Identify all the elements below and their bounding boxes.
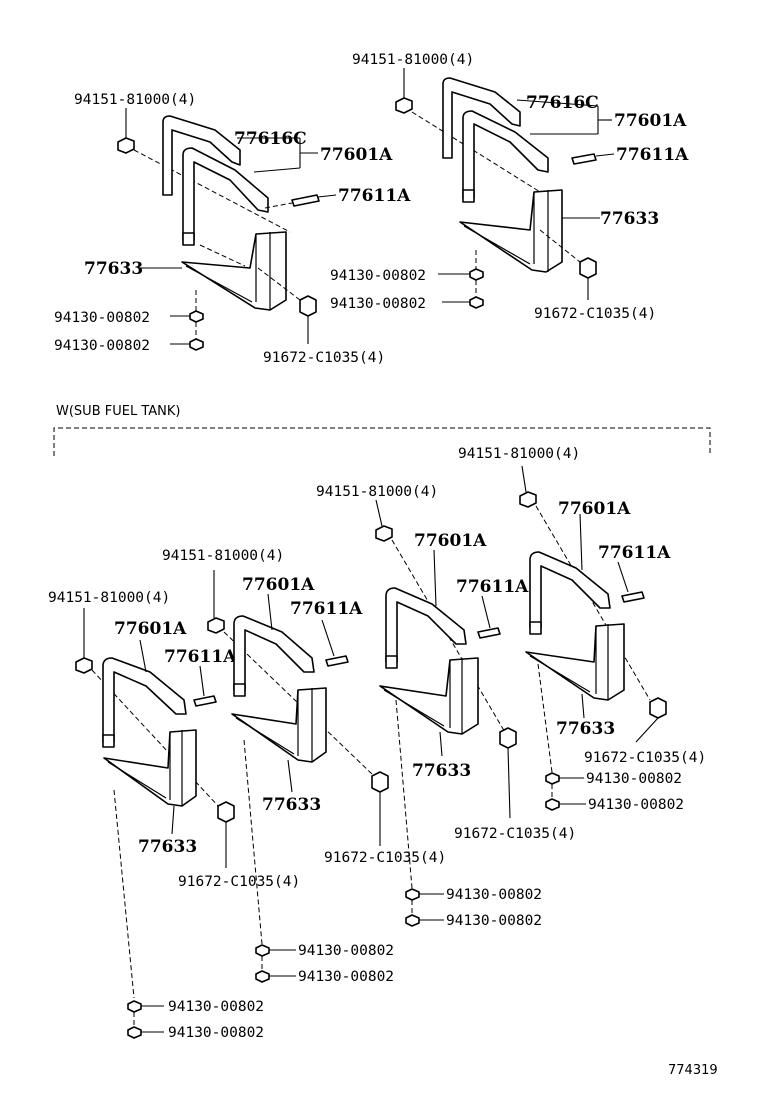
bracket-77633: [379, 657, 479, 735]
label-94151: 94151-81000(4): [74, 92, 196, 108]
label-77611a: 77611A: [616, 145, 689, 165]
label-94130: 94130-00802: [54, 310, 150, 326]
band-77601a: [462, 110, 549, 199]
label-77633: 77633: [262, 795, 321, 815]
nut-icon: [127, 1026, 142, 1039]
band-77601a: [529, 551, 611, 629]
figure-id: 774319: [668, 1063, 718, 1078]
band-77601a: [102, 657, 187, 743]
label-77633: 77633: [84, 259, 143, 279]
band-77601a: [182, 147, 269, 241]
label-77633: 77633: [412, 761, 471, 781]
label-94151: 94151-81000(4): [458, 446, 580, 462]
label-77633: 77633: [600, 209, 659, 229]
bracket-77633: [103, 729, 197, 807]
bolt-icon: [649, 697, 667, 719]
label-94151: 94151-81000(4): [316, 484, 438, 500]
bolt-icon: [299, 295, 317, 317]
nut-icon: [375, 525, 393, 542]
label-91672: 91672-C1035(4): [324, 850, 446, 866]
nut-icon: [519, 491, 537, 508]
label-94130: 94130-00802: [330, 268, 426, 284]
label-77633: 77633: [556, 719, 615, 739]
section-bracket: [53, 427, 711, 456]
label-94130: 94130-00802: [330, 296, 426, 312]
label-77611a: 77611A: [598, 543, 671, 563]
label-77601a: 77601A: [320, 145, 393, 165]
nut-icon: [255, 944, 270, 957]
assembly-bottom-1: [75, 608, 235, 1039]
label-77611a: 77611A: [338, 186, 411, 206]
label-77601a: 77601A: [614, 111, 687, 131]
label-91672: 91672-C1035(4): [454, 826, 576, 842]
label-77633: 77633: [138, 837, 197, 857]
bracket-77633: [231, 687, 327, 763]
assembly-bottom-4: [519, 465, 667, 811]
nut-icon: [189, 338, 204, 351]
nut-icon: [469, 296, 484, 309]
bracket-77633: [181, 231, 287, 311]
label-94130: 94130-00802: [588, 797, 684, 813]
nut-icon: [545, 772, 560, 785]
band-77616c: [162, 115, 241, 196]
label-94130: 94130-00802: [168, 999, 264, 1015]
label-94130: 94130-00802: [298, 943, 394, 959]
bolt-icon: [371, 771, 389, 793]
label-77601a: 77601A: [114, 619, 187, 639]
bolt-icon: [579, 257, 597, 279]
label-94130: 94130-00802: [298, 969, 394, 985]
label-94130: 94130-00802: [168, 1025, 264, 1041]
label-77611a: 77611A: [456, 577, 529, 597]
nut-icon: [545, 798, 560, 811]
bolt-icon: [621, 591, 645, 603]
label-94151: 94151-81000(4): [48, 590, 170, 606]
band-77601a: [233, 615, 315, 691]
bolt-icon: [217, 801, 235, 823]
nut-icon: [255, 970, 270, 983]
bolt-icon: [193, 695, 217, 707]
nut-icon: [189, 310, 204, 323]
assembly-top-right: [395, 68, 615, 309]
label-77616c: 77616C: [234, 129, 307, 149]
section-title: W(SUB FUEL TANK): [56, 404, 180, 419]
band-77616c: [442, 77, 521, 159]
label-91672: 91672-C1035(4): [534, 306, 656, 322]
label-94130: 94130-00802: [446, 913, 542, 929]
label-94130: 94130-00802: [586, 771, 682, 787]
bolt-icon: [571, 153, 597, 165]
nut-icon: [405, 914, 420, 927]
label-91672: 91672-C1035(4): [584, 750, 706, 766]
assembly-bottom-2: [207, 570, 389, 983]
nut-icon: [127, 1000, 142, 1013]
label-94130: 94130-00802: [54, 338, 150, 354]
bolt-icon: [477, 627, 501, 639]
label-77601a: 77601A: [558, 499, 631, 519]
label-77601a: 77601A: [414, 531, 487, 551]
label-77611a: 77611A: [290, 599, 363, 619]
nut-icon: [207, 617, 225, 634]
bracket-77633: [459, 189, 563, 273]
nut-icon: [75, 657, 93, 674]
assembly-top-left: [117, 108, 337, 351]
label-91672: 91672-C1035(4): [178, 874, 300, 890]
nut-icon: [469, 268, 484, 281]
label-94130: 94130-00802: [446, 887, 542, 903]
bracket-77633: [525, 623, 625, 701]
label-77601a: 77601A: [242, 575, 315, 595]
label-91672: 91672-C1035(4): [263, 350, 385, 366]
nut-icon: [405, 888, 420, 901]
bolt-icon: [499, 727, 517, 749]
label-77616c: 77616C: [526, 93, 599, 113]
band-77601a: [385, 587, 467, 663]
nut-icon: [117, 137, 135, 154]
label-94151: 94151-81000(4): [162, 548, 284, 564]
bolt-icon: [325, 655, 349, 667]
label-77611a: 77611A: [164, 647, 237, 667]
nut-icon: [395, 97, 413, 114]
bolt-icon: [291, 194, 320, 207]
assembly-bottom-3: [375, 499, 517, 927]
label-94151: 94151-81000(4): [352, 52, 474, 68]
